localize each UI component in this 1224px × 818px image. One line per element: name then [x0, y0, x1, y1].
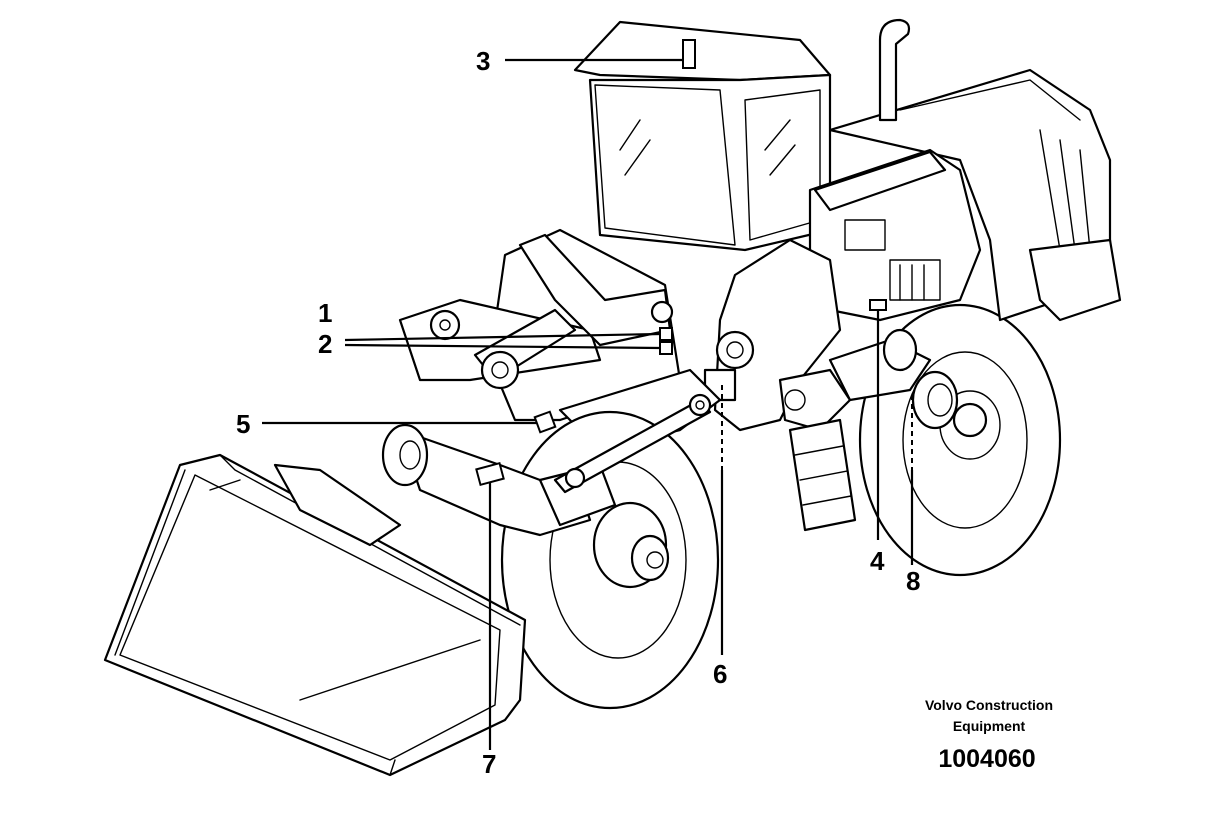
- label-plate-2: [659, 341, 673, 355]
- callout-2: 2: [318, 329, 332, 359]
- operator-cab: [573, 20, 832, 252]
- loader-frame: [398, 228, 722, 452]
- callout-6: 6: [713, 659, 727, 689]
- leader-2: [344, 343, 661, 350]
- callout-4: 4: [870, 546, 885, 576]
- label-plate-7: [475, 461, 505, 487]
- reference-number: 1004060: [938, 745, 1035, 773]
- leader-lines: [262, 58, 914, 750]
- label-plate-5: [533, 410, 557, 434]
- brand-line-1: Volvo Construction: [925, 697, 1053, 713]
- front-axle: [381, 423, 617, 537]
- access-ladder: [788, 418, 857, 532]
- engine: [808, 148, 982, 322]
- propeller-shaft: [553, 393, 712, 494]
- engine-hood: [828, 68, 1122, 322]
- callout-7: 7: [482, 749, 496, 779]
- transmission: [703, 238, 959, 432]
- label-plate-1: [659, 327, 673, 341]
- brand-line-2: Equipment: [953, 718, 1026, 734]
- callout-3: 3: [476, 46, 490, 76]
- callout-5: 5: [236, 409, 250, 439]
- callout-8: 8: [906, 566, 920, 596]
- label-plate-4: [869, 299, 887, 311]
- label-plate-3: [682, 39, 696, 69]
- callout-1: 1: [318, 298, 332, 328]
- exhaust-pipe: [878, 18, 911, 122]
- brand-block: Volvo Construction Equipment 1004060: [925, 697, 1053, 773]
- callout-labels: 1 2 3 4 5 6 7 8: [236, 46, 920, 779]
- bucket: [103, 453, 527, 777]
- leader-1: [344, 332, 661, 342]
